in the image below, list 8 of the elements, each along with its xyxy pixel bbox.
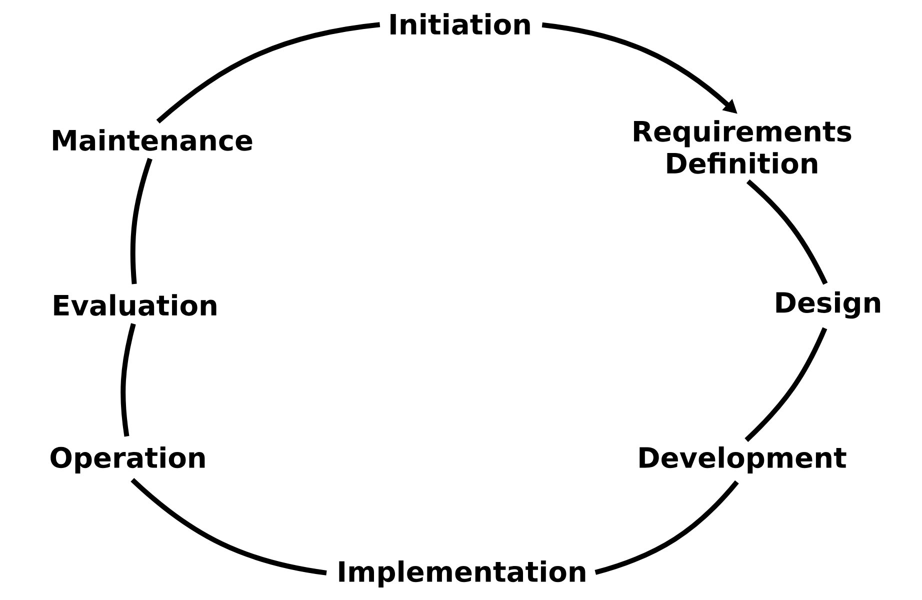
stage-label: Development — [640, 446, 846, 474]
stage-label: Operation — [50, 446, 205, 474]
stage-label: Implementation — [339, 560, 586, 588]
stage-label: Design — [776, 291, 880, 319]
stage-label: Initiation — [390, 13, 530, 35]
stage-label: Maintenance — [53, 129, 252, 151]
stage-label: Requirements Definition — [634, 120, 852, 174]
stage-label: Evaluation — [54, 294, 216, 316]
